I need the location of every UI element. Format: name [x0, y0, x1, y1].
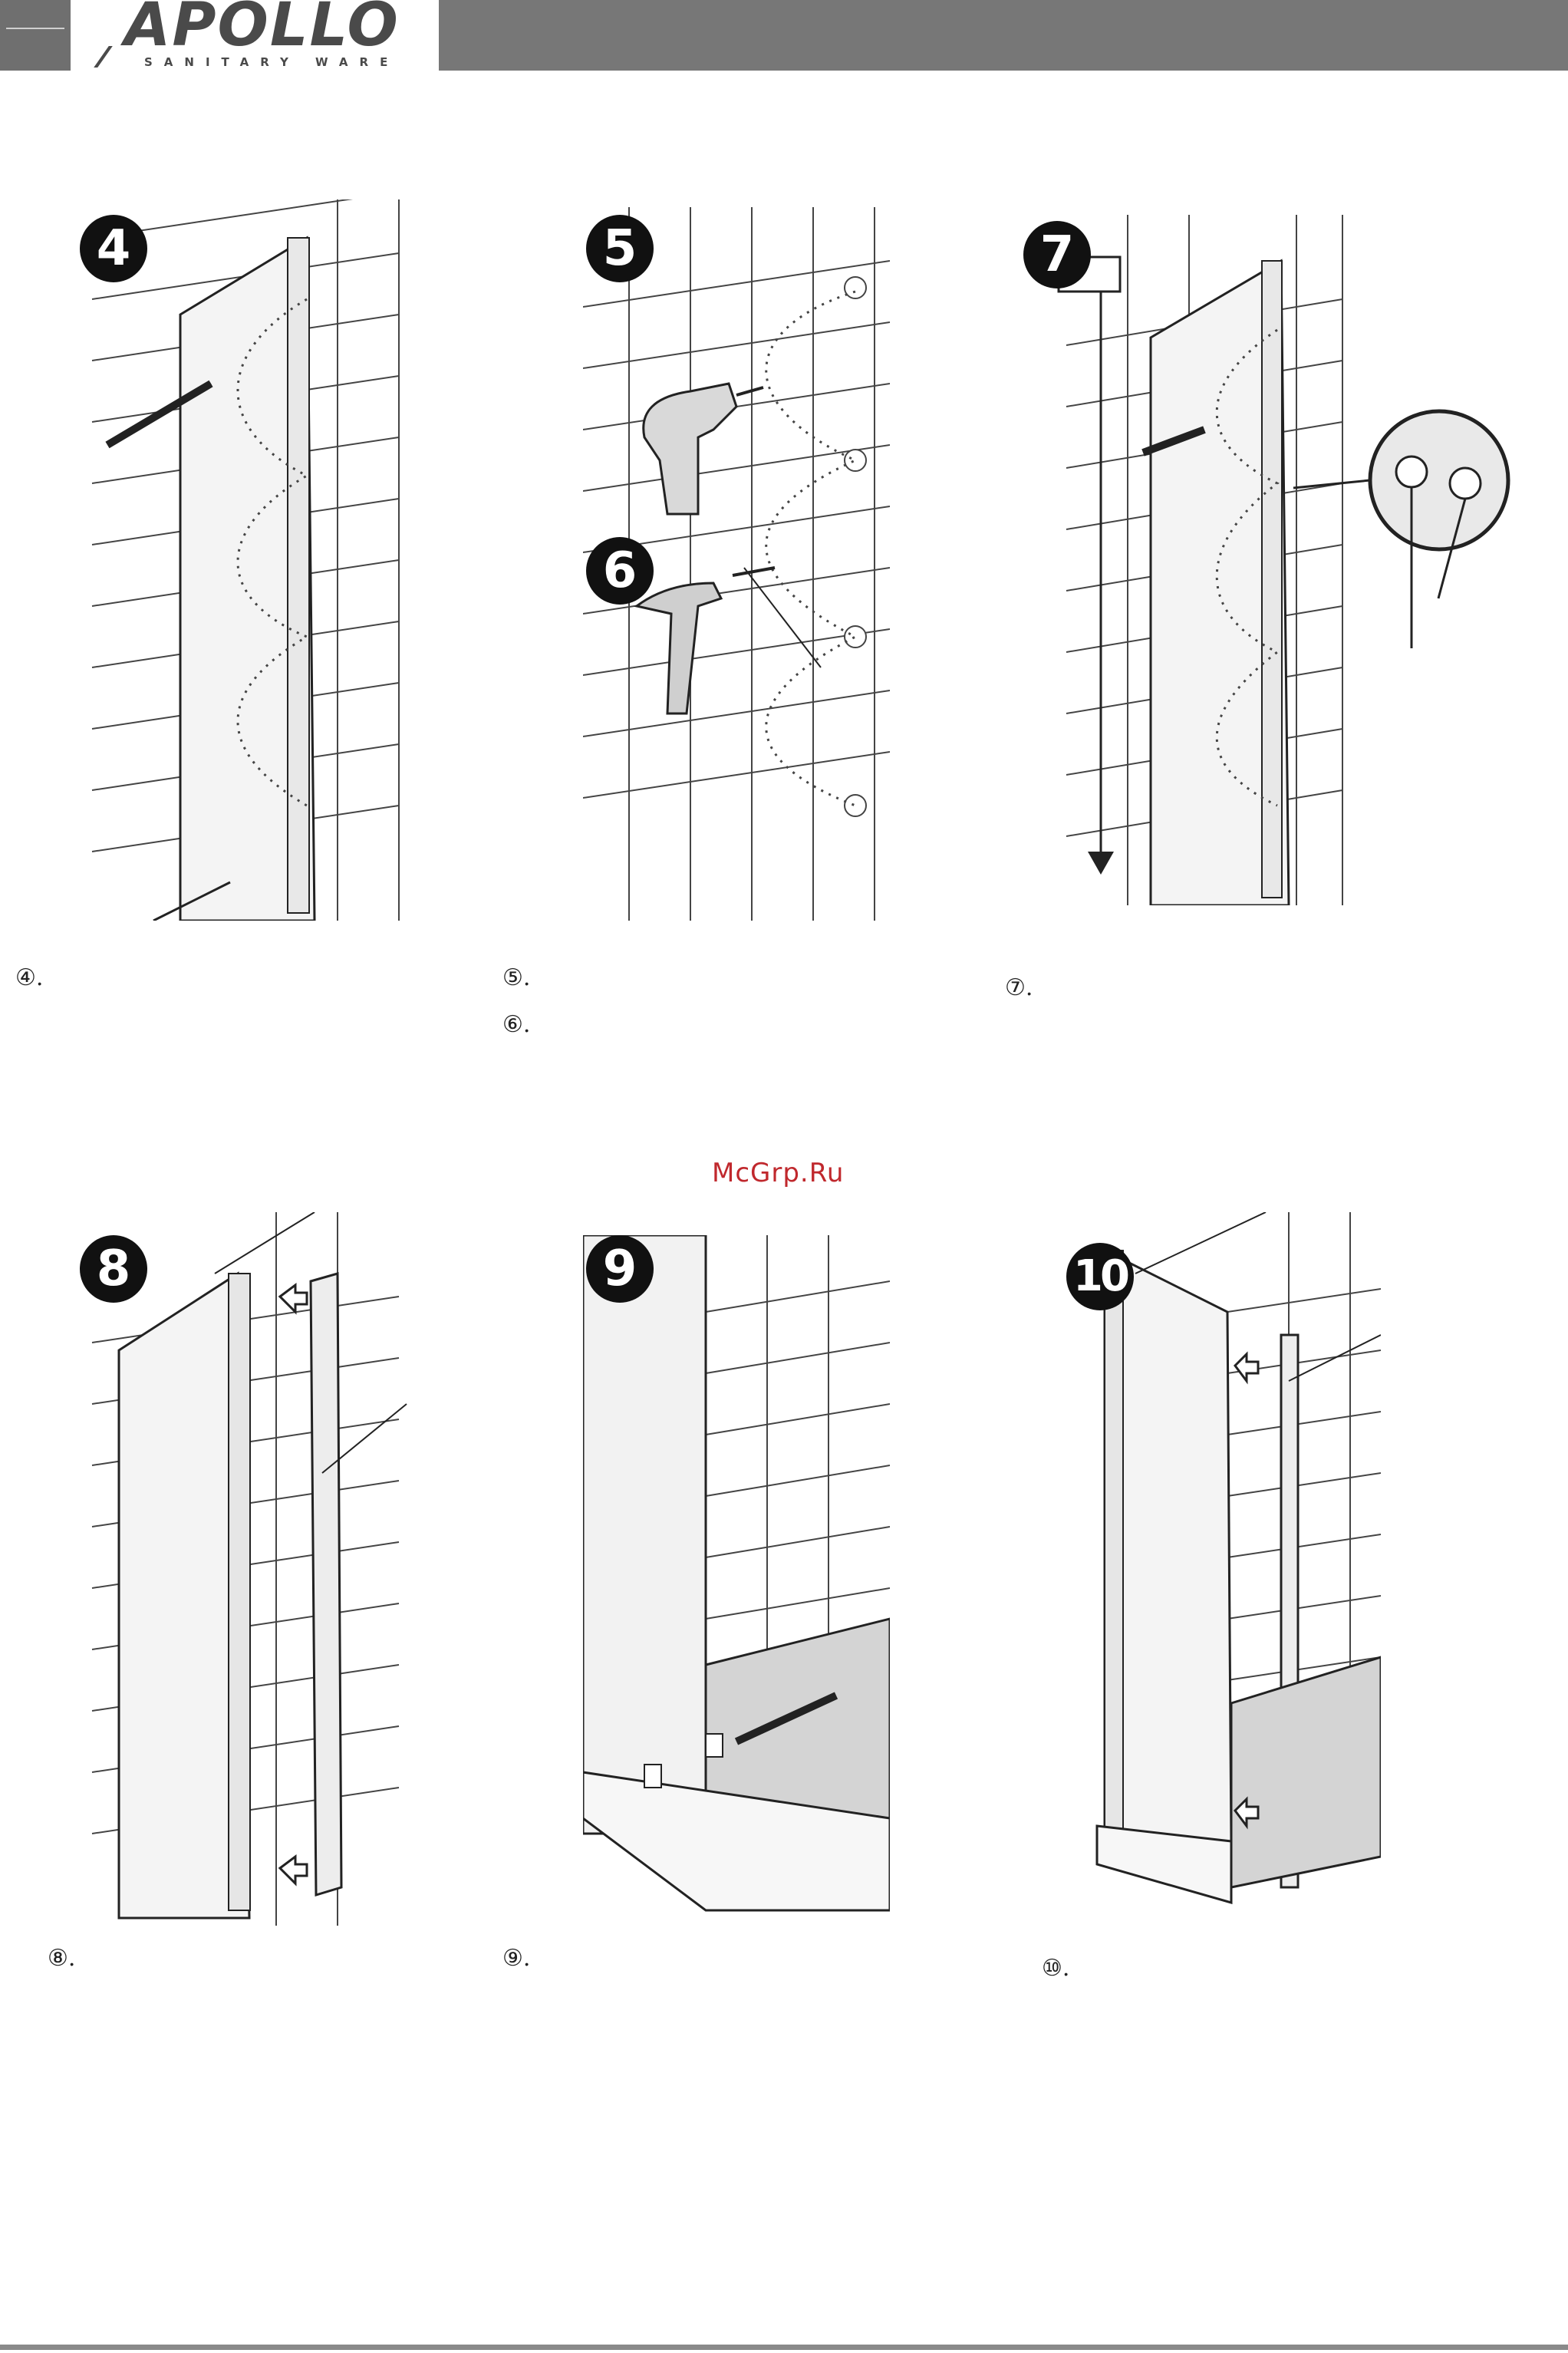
tray-corner-scene — [583, 1235, 890, 1926]
step-6-badge: 6 — [586, 537, 654, 605]
step-8-illustration: 8 — [77, 1212, 414, 1926]
page-header: APOLLO SANITARY WARE — [0, 0, 1568, 74]
footer-rule — [0, 2345, 1568, 2350]
logo-wordmark: APOLLO — [124, 0, 400, 55]
header-corner-block — [0, 0, 71, 71]
step-10-badge: 10 — [1066, 1243, 1134, 1310]
watermark: McGrp.Ru — [712, 1158, 844, 1188]
step-4-illustration: 4 — [77, 199, 414, 921]
step-5-badge: 5 — [586, 215, 654, 282]
step-7-caption: ⑦. — [1005, 974, 1033, 1001]
step-9-illustration: 9 — [583, 1235, 890, 1926]
step-10-illustration: 10 — [1059, 1212, 1381, 1926]
step-5-6-illustration: 5 6 — [583, 207, 890, 921]
wall-profile-scene — [77, 1212, 414, 1926]
step-7-badge: 7 — [1023, 221, 1091, 288]
logo-tagline: SANITARY WARE — [144, 55, 399, 69]
tile-wall-with-panel — [77, 199, 414, 921]
step-4-badge: 4 — [80, 215, 147, 282]
step-8-badge: 8 — [80, 1235, 147, 1303]
apollo-logo: APOLLO SANITARY WARE — [94, 0, 431, 71]
step-6-caption: ⑥. — [502, 1011, 530, 1038]
step-9-caption: ⑨. — [502, 1945, 530, 1972]
step-7-illustration: 7 — [1020, 215, 1511, 905]
step-4-caption: ④. — [15, 964, 43, 991]
header-bar — [439, 0, 1568, 71]
step-10-caption: ⑩. — [1042, 1955, 1069, 1982]
step-8-caption: ⑧. — [48, 1945, 75, 1972]
step-5-caption: ⑤. — [502, 964, 530, 991]
door-panel-install-scene — [1059, 1212, 1381, 1926]
plumb-line-scene — [1020, 215, 1511, 905]
step-9-badge: 9 — [586, 1235, 654, 1303]
